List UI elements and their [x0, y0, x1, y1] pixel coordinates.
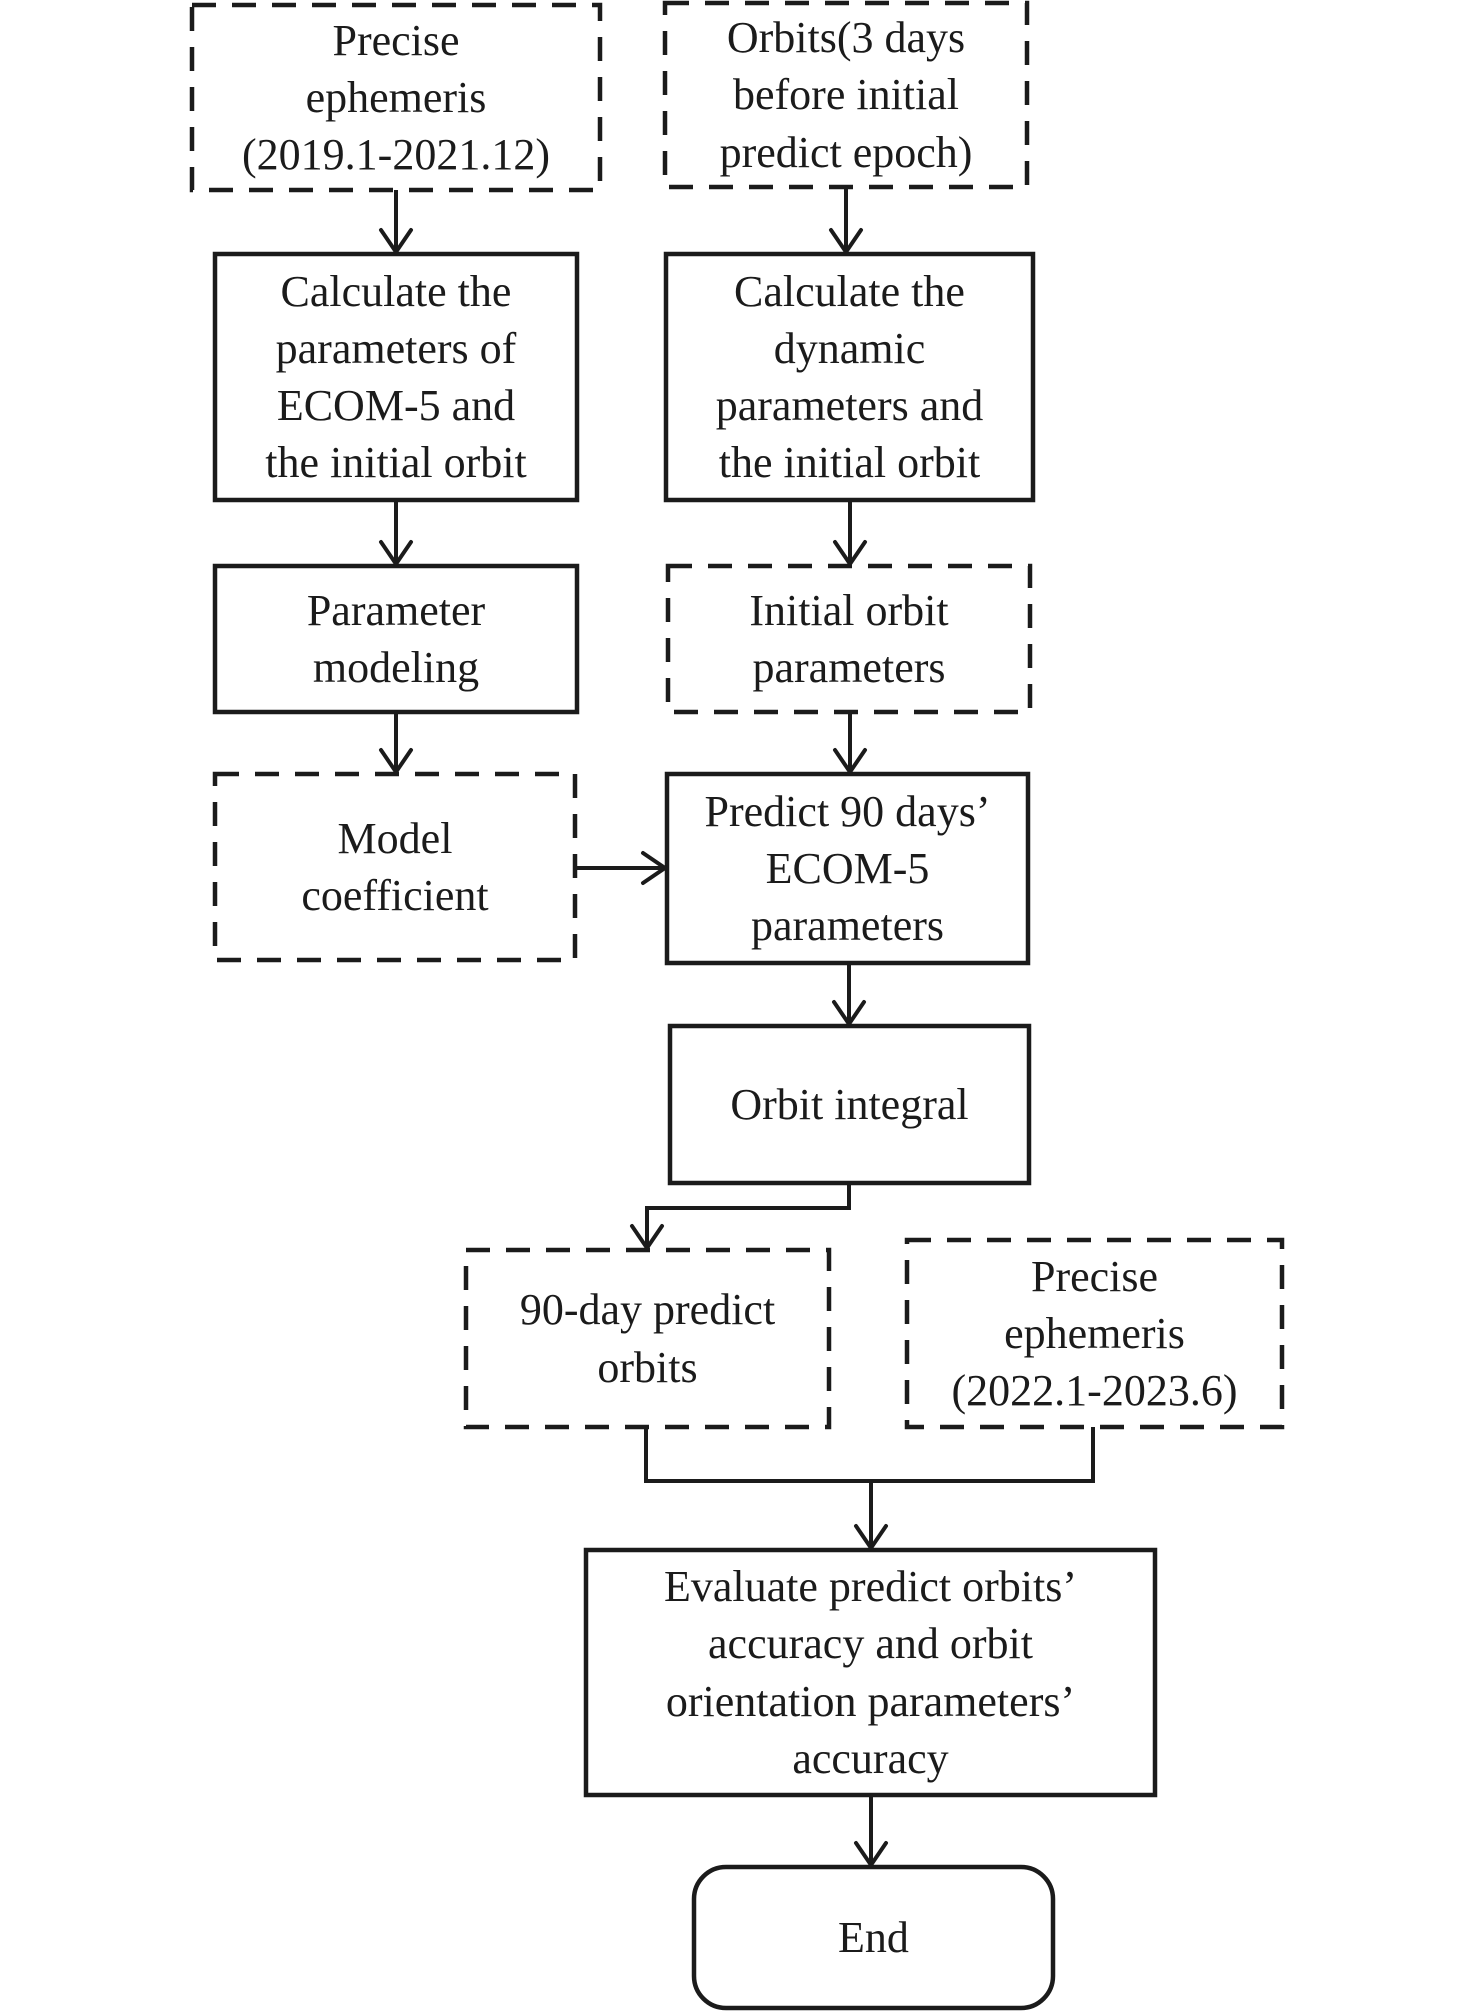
- arrow-orbit-integral-to-90day-orbits: [630, 1183, 851, 1252]
- node-predict-orbits-90-day: 90-day predict orbits: [466, 1250, 829, 1427]
- node-label: Precise ephemeris (2019.1-2021.12): [242, 15, 550, 180]
- arrow-orbits-to-calc-dynamic: [829, 187, 863, 256]
- node-precise-ephemeris-2019: Precise ephemeris (2019.1-2021.12): [192, 5, 600, 190]
- node-label: Orbit integral: [730, 1079, 969, 1129]
- arrow-calc-dynamic-to-initial-orbit-params: [833, 500, 867, 568]
- node-end: End: [694, 1867, 1053, 2008]
- node-label: 90-day predict orbits: [519, 1285, 776, 1392]
- node-end-box: [691, 1864, 1056, 2011]
- arrow-calc-ecom5-to-parameter-modeling: [379, 500, 413, 568]
- node-predict-90-days-ecom5: Predict 90 days’ ECOM-5 parameters: [667, 774, 1028, 963]
- node-label: End: [838, 1912, 909, 1962]
- node-label: Orbits(3 days before initial predict epo…: [719, 13, 973, 177]
- node-precise-ephemeris-2022: Precise ephemeris (2022.1-2023.6): [907, 1240, 1282, 1427]
- arrow-model-coefficient-to-predict: [575, 851, 669, 885]
- node-label: Predict 90 days’ ECOM-5 parameters: [704, 786, 991, 951]
- node-label: Initial orbit parameters: [749, 585, 949, 692]
- node-parameter-modeling: Parameter modeling: [215, 566, 577, 712]
- node-label: Calculate the dynamic parameters and the…: [715, 266, 984, 488]
- node-calc-ecom5-params: Calculate the parameters of ECOM-5 and t…: [215, 254, 577, 500]
- node-model-coefficient: Model coefficient: [215, 774, 575, 960]
- node-label: Precise ephemeris (2022.1-2023.6): [951, 1251, 1238, 1416]
- arrow-predict-to-orbit-integral: [832, 963, 866, 1028]
- arrow-ephemeris2019-to-calc-ecom5: [379, 190, 413, 256]
- node-label: Parameter modeling: [306, 585, 486, 692]
- node-label: Evaluate predict orbits’ accuracy and or…: [664, 1562, 1077, 1783]
- arrow-evaluate-to-end: [854, 1795, 888, 1869]
- node-orbits-3-days: Orbits(3 days before initial predict epo…: [665, 3, 1027, 187]
- node-precise-ephemeris-2019-box: [189, 2, 603, 193]
- arrow-merge-to-evaluate: [644, 1427, 1095, 1552]
- node-evaluate-accuracy: Evaluate predict orbits’ accuracy and or…: [586, 1550, 1155, 1795]
- arrow-initial-orbit-params-to-predict: [833, 712, 867, 776]
- node-label: Calculate the parameters of ECOM-5 and t…: [265, 266, 527, 488]
- arrow-parameter-modeling-to-model-coefficient: [379, 712, 413, 776]
- node-orbit-integral: Orbit integral: [670, 1026, 1029, 1183]
- node-calc-dynamic-params: Calculate the dynamic parameters and the…: [666, 254, 1033, 500]
- node-initial-orbit-params: Initial orbit parameters: [668, 566, 1030, 712]
- node-label: Model coefficient: [301, 813, 489, 920]
